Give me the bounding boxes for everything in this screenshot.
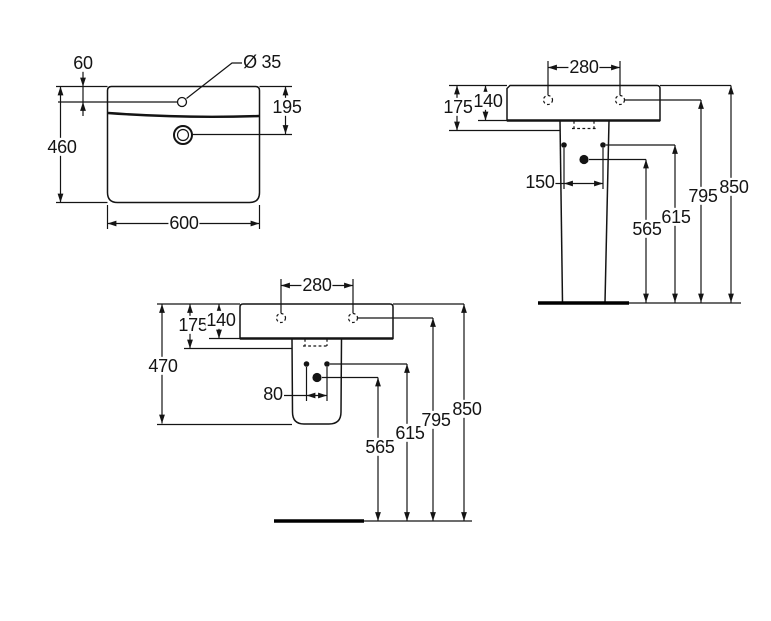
tap-hole-dashed bbox=[614, 94, 626, 106]
tap-hole-dashed bbox=[542, 94, 554, 106]
dim-label-ped-tap-spacing: 280 bbox=[568, 56, 600, 77]
dim-label-semi-drop: 470 bbox=[147, 355, 179, 376]
fixing-hole bbox=[303, 361, 310, 367]
dim-label-ped-waste-height: 565 bbox=[631, 218, 663, 239]
dim-label-tap-diameter: Ø 35 bbox=[242, 51, 282, 72]
dim-label-semi-bolt-spacing: 80 bbox=[262, 383, 284, 404]
tap-hole bbox=[176, 96, 188, 108]
drain-inner-ring bbox=[176, 128, 190, 142]
fixing-hole bbox=[324, 361, 330, 367]
dim-label-semi-waste-height: 565 bbox=[364, 436, 396, 457]
dim-label-width: 600 bbox=[168, 212, 200, 233]
dim-label-ped-bolt-spacing: 150 bbox=[524, 171, 556, 192]
front-view bbox=[56, 62, 292, 229]
dim-label-ped-fixing-depth: 175 bbox=[442, 96, 474, 117]
dim-label-depth: 460 bbox=[46, 136, 78, 157]
basin-inner-lip bbox=[107, 111, 260, 118]
drain-outer-ring bbox=[173, 125, 193, 145]
dim-label-tap-offset: 60 bbox=[72, 52, 94, 73]
fixing-hole bbox=[600, 142, 606, 148]
tap-hole-dashed bbox=[347, 312, 359, 324]
dim-label-semi-rim-depth: 140 bbox=[205, 309, 237, 330]
dim-label-semi-rim-height: 850 bbox=[451, 398, 483, 419]
tap-hole-dashed bbox=[275, 312, 287, 324]
dim-label-semi-bolt-height: 615 bbox=[394, 422, 426, 443]
dim-label-semi-fixing-depth: 175 bbox=[177, 314, 209, 335]
pedestal-view bbox=[449, 61, 741, 305]
dim-label-ped-bolt-height: 615 bbox=[660, 206, 692, 227]
dim-label-ped-rim-depth: 140 bbox=[472, 90, 504, 111]
dim-label-semi-tap-spacing: 280 bbox=[301, 274, 333, 295]
dim-label-drain-offset: 195 bbox=[271, 96, 303, 117]
dim-label-ped-tap-height: 795 bbox=[687, 185, 719, 206]
dim-label-ped-rim-height: 850 bbox=[718, 176, 750, 197]
waste-outlet bbox=[579, 154, 589, 165]
waste-outlet bbox=[312, 372, 322, 383]
diameter-leader-line bbox=[186, 62, 242, 99]
fixing-hole bbox=[561, 142, 567, 148]
dim-label-semi-tap-height: 795 bbox=[420, 409, 452, 430]
